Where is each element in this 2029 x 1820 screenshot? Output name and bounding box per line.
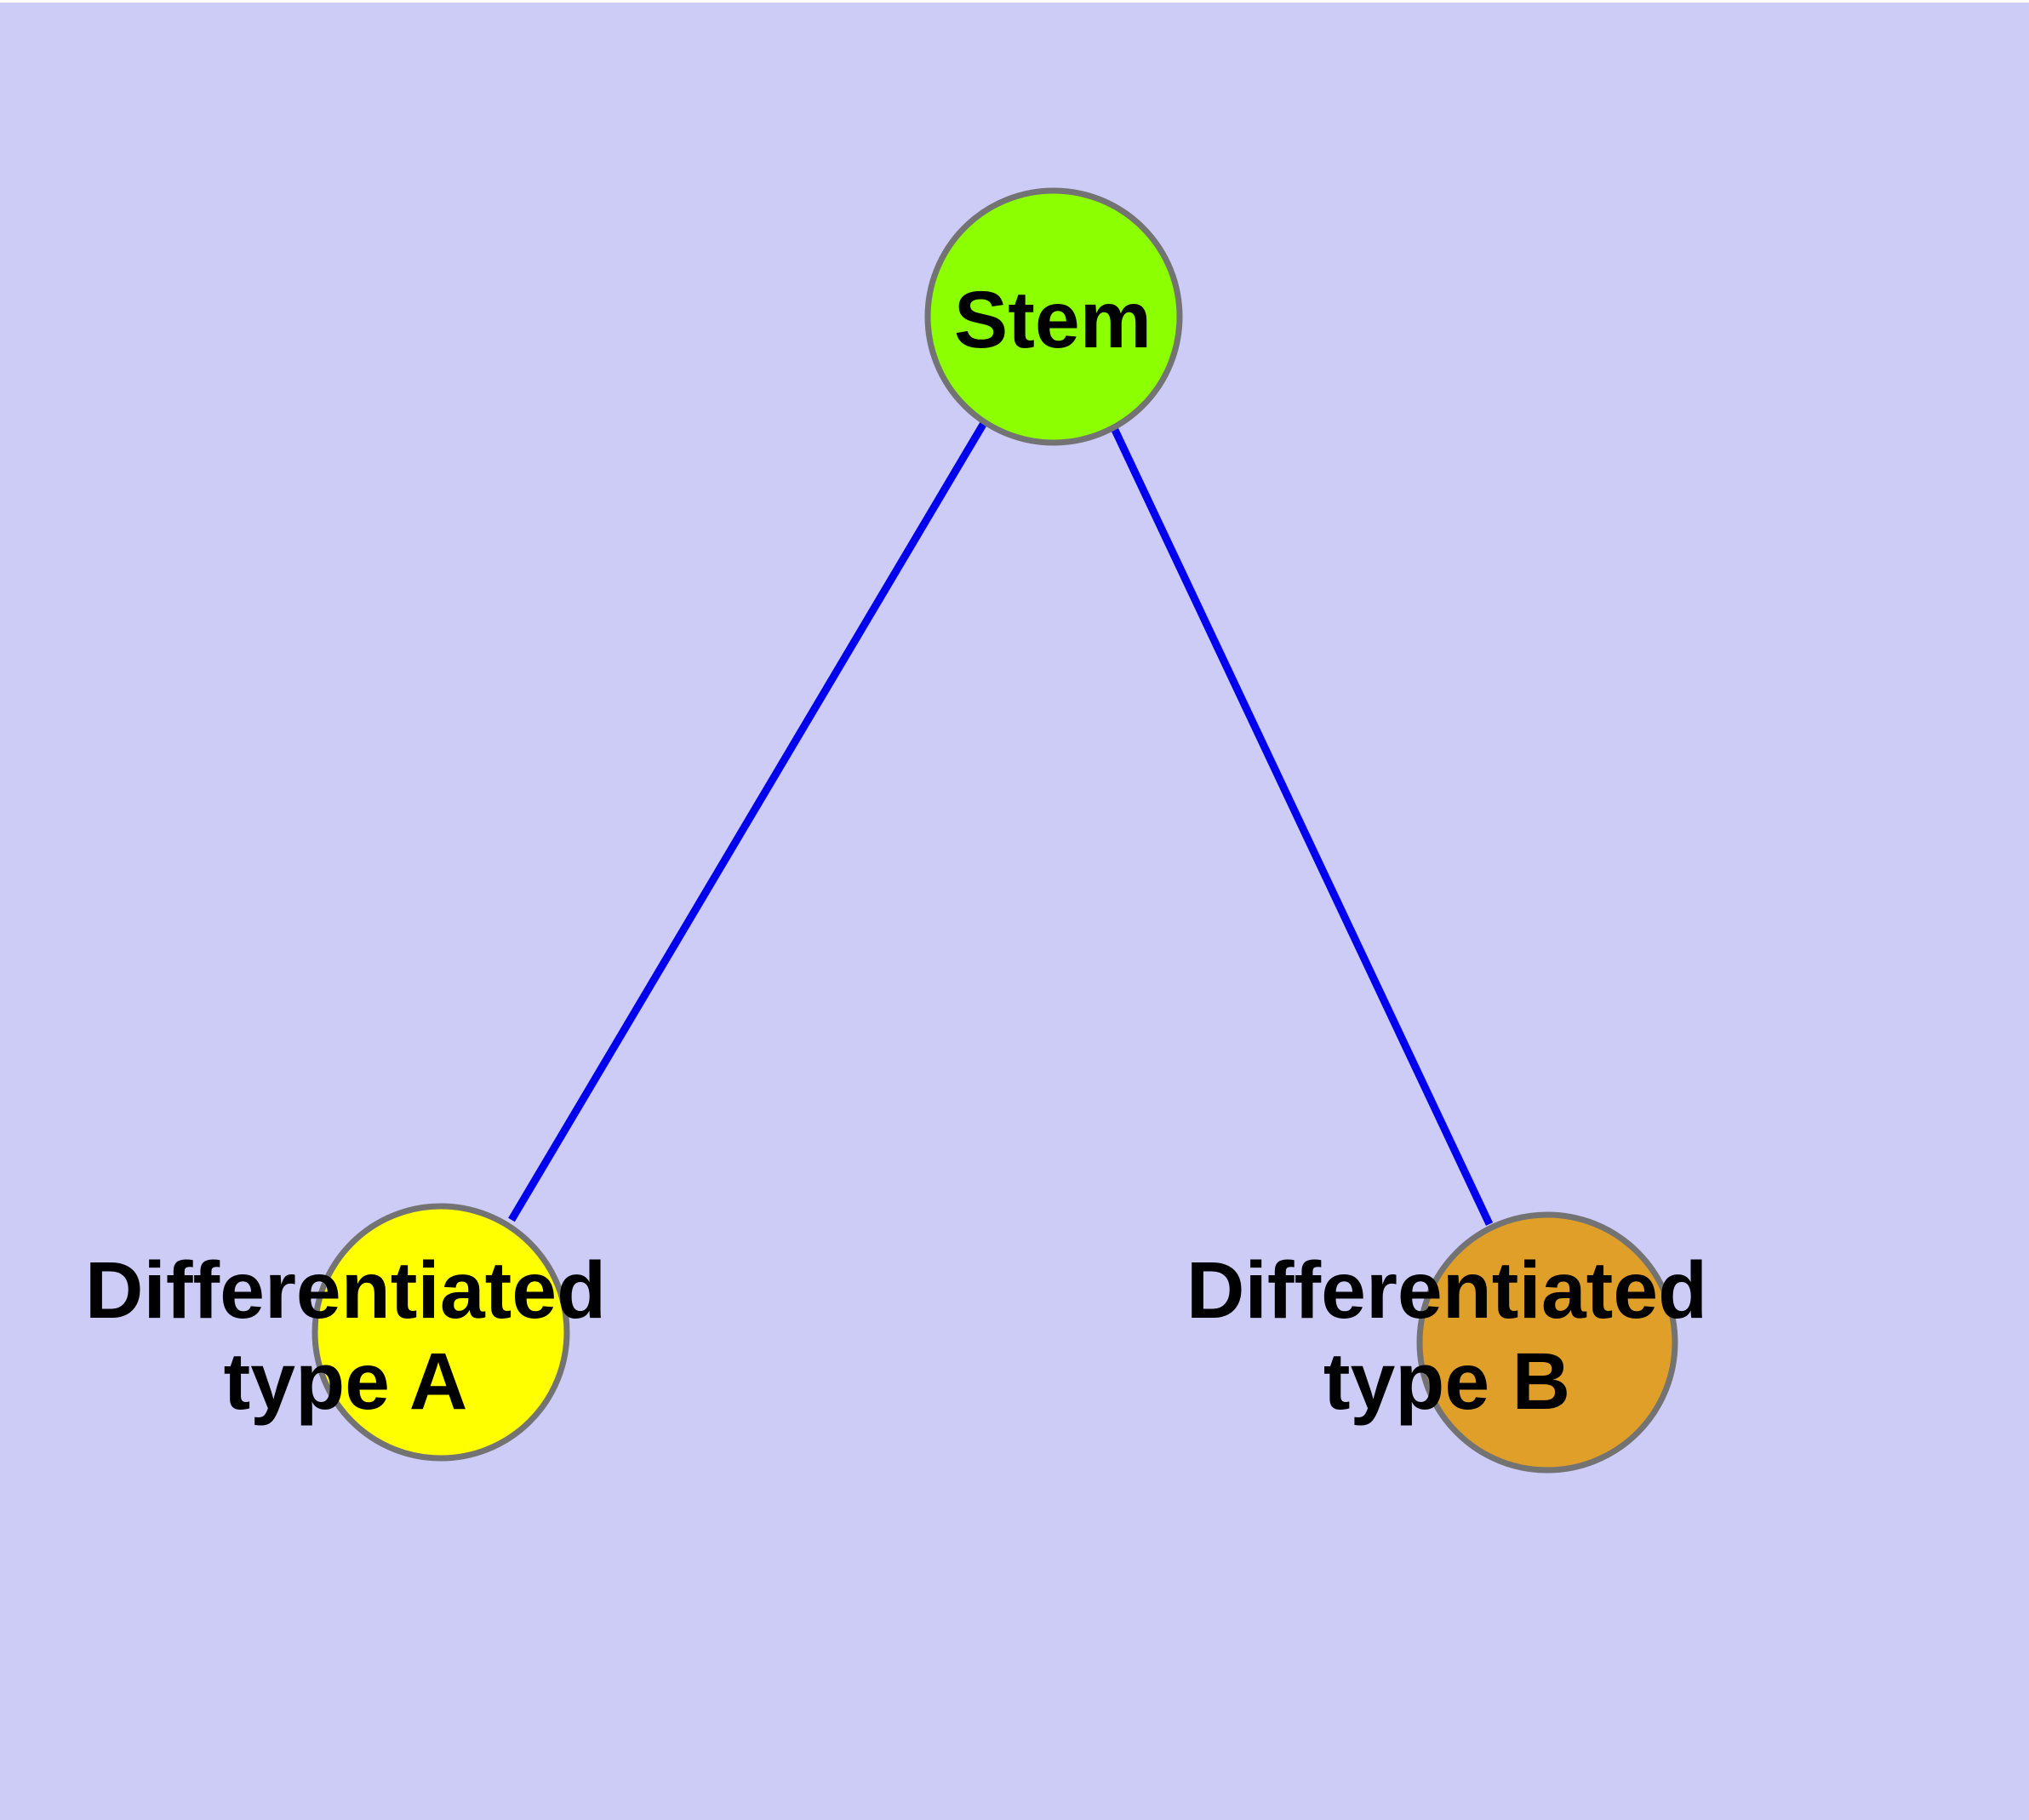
edge-stem-to-diff-a — [508, 421, 987, 1222]
node-diff-a[interactable]: Differentiated type A — [85, 1203, 606, 1462]
node-diff-b-label-line-2: type B — [1323, 1336, 1570, 1427]
node-stem-label-line-1: Stem — [954, 275, 1152, 365]
edge-stem-to-diff-b — [1111, 428, 1494, 1226]
node-diff-b-circle[interactable] — [1416, 1211, 1678, 1474]
node-diff-a-label-line-1: Differentiated — [85, 1245, 606, 1336]
node-stem-circle[interactable] — [924, 187, 1183, 446]
node-diff-a-label-line-2: type A — [224, 1336, 468, 1427]
node-diff-b-label-line-1: Differentiated — [1186, 1245, 1707, 1336]
node-layer: Stem Differentiated type A Differentiate… — [85, 187, 1707, 1474]
edge-layer — [508, 421, 1494, 1226]
node-stem[interactable]: Stem — [924, 187, 1183, 446]
node-diff-b[interactable]: Differentiated type B — [1186, 1211, 1707, 1474]
node-diff-a-circle[interactable] — [311, 1203, 570, 1462]
